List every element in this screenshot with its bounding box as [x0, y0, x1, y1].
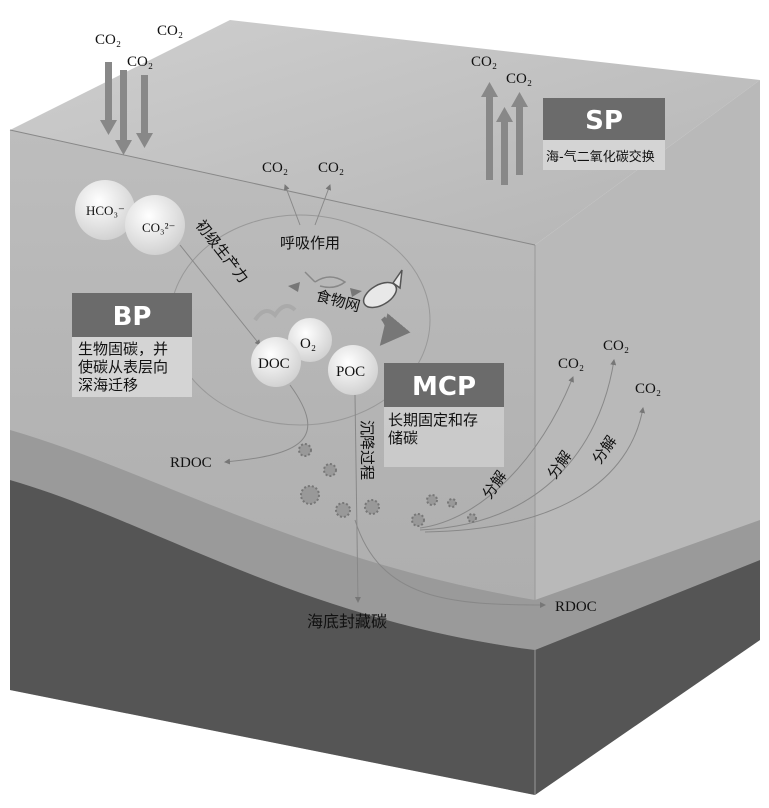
sp-box: SP 海-气二氧化碳交换 — [543, 98, 665, 170]
flow-arrow-icon — [288, 282, 300, 292]
sp-description: 海-气二氧化碳交换 — [546, 149, 655, 165]
bp-title: BP — [113, 302, 152, 332]
co2-label: CO₂ — [603, 338, 629, 354]
co2-label: CO₂ — [471, 54, 497, 70]
bp-description-line: 生物固碳，并 — [78, 340, 168, 358]
co2-label: CO₂ — [95, 32, 121, 48]
sp-title: SP — [585, 106, 623, 136]
food-web-arrow — [379, 313, 411, 346]
respiration-arrow — [283, 184, 301, 226]
co2-label: CO₂ — [127, 54, 153, 70]
decomposition-arrow — [424, 407, 646, 533]
bp-box: BP 生物固碳，并 使碳从表层向 深海迁移 — [72, 293, 192, 397]
respiration-label: 呼吸作用 — [280, 234, 340, 252]
mcp-description-line: 储碳 — [388, 429, 418, 447]
doc-bubble — [251, 337, 301, 387]
hco3-label: HCO₃⁻ — [86, 203, 125, 218]
seafloor-carbon-label: 海底封藏碳 — [307, 612, 387, 631]
co2-upward-arrows — [481, 82, 528, 185]
primary-production-arrow — [179, 244, 261, 346]
doc-label: DOC — [258, 356, 290, 372]
fish-icon — [362, 269, 403, 309]
rdoc-label: RDOC — [555, 599, 597, 615]
cube-edge — [9, 129, 536, 246]
o2-bubble — [288, 318, 332, 362]
bp-description-line: 使碳从表层向 — [78, 358, 168, 376]
seafloor-sediment — [10, 480, 760, 795]
co2-label: CO₂ — [558, 356, 584, 372]
co3-bubble — [125, 195, 185, 255]
sinking-arrow — [354, 394, 361, 603]
flow-arrow-icon — [350, 288, 362, 297]
co2-label: CO₂ — [506, 71, 532, 87]
respiration-arrow — [314, 184, 332, 226]
sediment-layer-light — [10, 430, 760, 650]
hco3-bubble — [75, 180, 135, 240]
co2-label: CO₂ — [157, 23, 183, 39]
shrimp-icon — [304, 271, 347, 289]
co2-label: CO₂ — [262, 160, 288, 176]
co2-downward-arrows — [100, 62, 153, 155]
poc-label: POC — [336, 364, 365, 380]
decomposition-arrow — [419, 359, 617, 531]
bp-description-line: 深海迁移 — [78, 376, 138, 394]
o2-label: O₂ — [300, 336, 316, 352]
co3-label: CO₃²⁻ — [142, 220, 175, 235]
sinking-label: 沉降过程 — [358, 420, 376, 480]
ocean-surface-face — [10, 20, 760, 245]
co2-label: CO₂ — [635, 381, 661, 397]
mcp-box: MCP 长期固定和存 储碳 — [384, 363, 504, 467]
rdoc-flow-arrow — [224, 384, 309, 465]
decomposition-arrow — [419, 376, 574, 529]
microbe-icons — [298, 443, 477, 527]
mcp-title: MCP — [412, 372, 476, 402]
poc-bubble — [328, 345, 378, 395]
rdoc-label: RDOC — [170, 455, 212, 471]
rdoc-flow-arrow — [354, 519, 546, 608]
phytoplankton-icon — [253, 304, 297, 322]
co2-label: CO₂ — [318, 160, 344, 176]
mcp-description-line: 长期固定和存 — [388, 411, 478, 429]
